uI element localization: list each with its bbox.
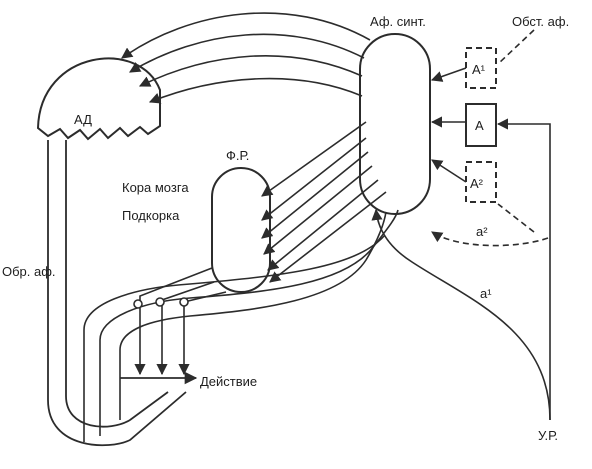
box-a2-label: А² [470,176,484,191]
decision-fr-shape [211,167,271,293]
ad-label: АД [74,112,92,127]
box-a [465,103,497,147]
arrow-a2-to-af [431,159,467,183]
effector-line-2 [156,281,215,376]
action-label: Действие [200,374,257,389]
arrows-to-af-synthesis [430,29,551,420]
reverse-afferentation-loop [47,140,198,447]
arrow-obst-dashed [497,29,535,65]
arrow-af-to-fr-4 [263,165,373,255]
cortex-label: Кора мозга [122,180,189,195]
subcortex-label: Подкорка [122,208,180,223]
arrow-af-to-ad-1 [121,12,371,59]
effector-line-3 [178,291,227,376]
path-a2-label: а² [476,224,488,239]
effector-terminal-2 [155,297,165,307]
arrow-a1-to-af [430,67,467,82]
path-a1-label: а¹ [480,286,492,301]
path-return-2 [99,209,399,436]
arrows-to-fr [261,121,387,283]
arrow-af-to-fr-2 [261,137,367,221]
arrow-af-to-fr-1 [261,121,367,197]
effector-lines [133,267,227,376]
path-return-3 [83,235,385,442]
arrow-a2-dashed-up [497,203,535,233]
loop-inner [65,140,169,428]
arrow-af-to-ad-4 [148,77,363,104]
box-a1-label: А¹ [472,62,486,77]
arrow-af-to-ad-2 [129,33,365,73]
afferent-synthesis-shape [359,33,431,215]
arrow-af-to-fr-3 [261,151,369,239]
box-a-label: А [475,118,484,133]
effector-terminal-3 [179,297,189,307]
decision-fr-label: Ф.Р. [226,148,249,163]
effector-line-1 [134,267,213,376]
reverse-afferentation-label: Обр. аф. [2,264,56,279]
ad-dome-shape [36,57,161,141]
arrow-af-to-fr-5 [267,179,379,271]
feedback-paths [83,208,551,442]
arrow-ur-to-a [496,118,551,420]
effector-terminal-1 [133,299,143,309]
situational-afferentation-label: Обст. аф. [512,14,569,29]
arrows-to-ad [121,12,371,104]
path-a1-right [371,208,551,421]
arrow-a2-path-dashed [431,231,549,247]
ur-label: У.Р. [538,428,558,443]
loop-outer [47,140,187,447]
afferent-synthesis-label: Аф. синт. [370,14,426,29]
arrow-af-to-fr-6 [269,191,387,283]
arrow-af-to-ad-3 [138,54,363,87]
